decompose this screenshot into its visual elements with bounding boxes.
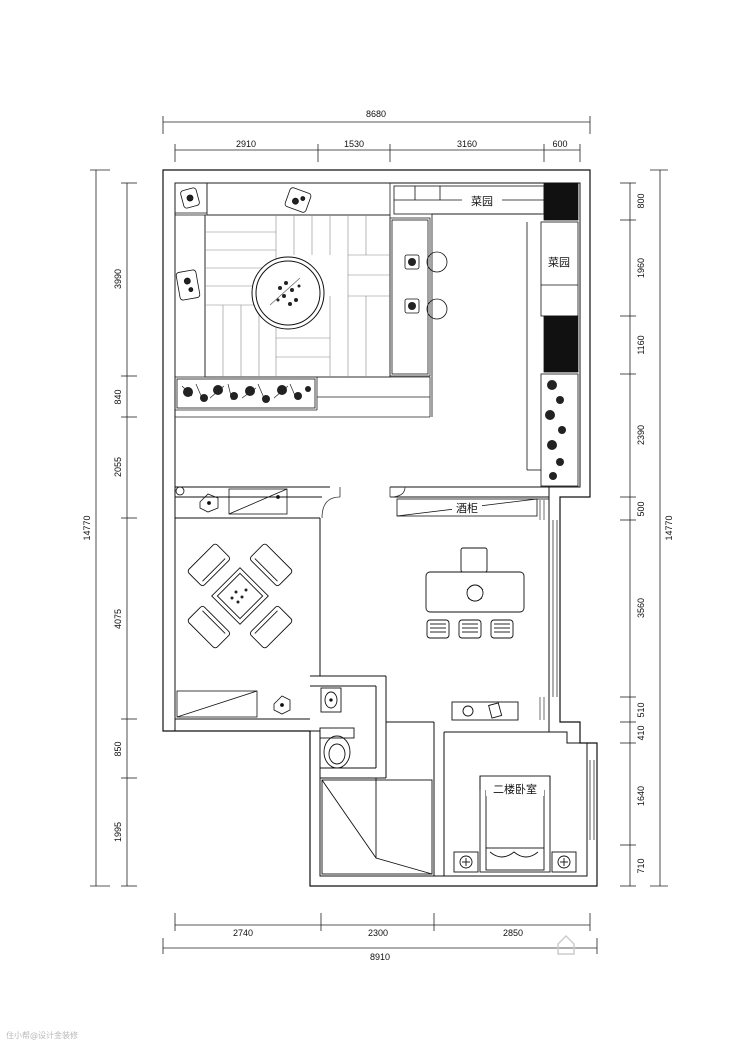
dim-top-1: 2910 <box>236 139 256 149</box>
dim-right-4: 2390 <box>636 425 646 445</box>
watermark-logo <box>557 934 575 955</box>
dim-right-7: 510 <box>636 702 646 717</box>
dim-right-1: 800 <box>636 193 646 208</box>
dimension-labels: 8680 2910 1530 3160 600 2740 2300 2850 8… <box>82 109 674 962</box>
label-garden-right: 菜园 <box>548 256 570 269</box>
dim-top-2: 1530 <box>344 139 364 149</box>
dim-left-total: 14770 <box>82 515 92 540</box>
dim-left-2: 840 <box>113 389 123 404</box>
planter-right <box>545 380 566 480</box>
door-opening <box>321 486 406 519</box>
bedroom <box>453 775 577 873</box>
dim-left-5: 850 <box>113 741 123 756</box>
label-bedroom: 二楼卧室 <box>493 782 537 796</box>
planter-left <box>176 378 316 409</box>
side-cabinets <box>175 486 288 515</box>
dim-bottom-3: 2850 <box>503 928 523 938</box>
cushions <box>175 187 312 301</box>
dim-left-6: 1995 <box>113 822 123 842</box>
dim-left-4: 4075 <box>113 609 123 629</box>
watermark-text: 住小帮@设计金装修 <box>6 1031 78 1040</box>
bar-counter <box>391 219 448 375</box>
dim-left-1: 3990 <box>113 269 123 289</box>
dim-left-3: 2055 <box>113 457 123 477</box>
square-table <box>187 543 293 649</box>
dim-right-total: 14770 <box>664 515 674 540</box>
dimension-lines <box>90 116 668 954</box>
lower-cabinet <box>176 690 291 718</box>
dim-right-5: 500 <box>636 501 646 516</box>
round-table <box>251 256 325 330</box>
interior-walls <box>175 486 549 876</box>
dim-right-3: 1160 <box>636 335 646 354</box>
dim-right-2: 1960 <box>636 258 646 278</box>
dim-bottom-1: 2740 <box>233 928 253 938</box>
dim-right-6: 3560 <box>636 598 646 618</box>
dim-right-10: 710 <box>636 858 646 873</box>
dim-top-4: 600 <box>552 139 567 149</box>
window-right <box>552 520 595 840</box>
bathroom <box>319 687 355 769</box>
label-wine-cabinet: 酒柜 <box>456 502 478 515</box>
dim-right-8: 410 <box>636 725 646 740</box>
stair-area <box>321 778 433 875</box>
dim-right-9: 1640 <box>636 786 646 806</box>
dim-bottom-2: 2300 <box>368 928 388 938</box>
dim-top-total: 8680 <box>366 109 386 119</box>
label-garden-top: 菜园 <box>471 195 493 208</box>
dim-bottom-total: 8910 <box>370 952 390 962</box>
dim-top-3: 3160 <box>457 139 477 149</box>
study-desk <box>425 547 545 721</box>
garden-beds <box>393 182 579 487</box>
